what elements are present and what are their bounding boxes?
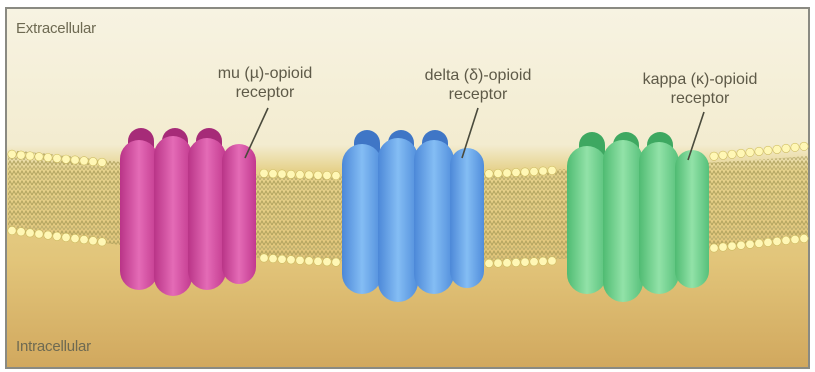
lipid-head <box>98 238 106 246</box>
lipid-head <box>17 228 25 236</box>
lipid-head <box>539 167 547 175</box>
lipid-head <box>737 149 745 157</box>
lipid-head <box>53 232 61 240</box>
lipid-head <box>71 156 79 164</box>
lipid-head <box>296 256 304 264</box>
lipid-head <box>323 258 331 266</box>
lipid-head <box>521 168 529 176</box>
lipid-head <box>269 170 277 178</box>
kappa-receptor-label: kappa (κ)-opioid receptor <box>610 70 790 108</box>
lipid-head <box>35 230 43 238</box>
lipid-head <box>26 152 34 160</box>
lipid-head <box>269 254 277 262</box>
lipid-head <box>494 259 502 267</box>
lipid-head <box>89 237 97 245</box>
mu-opioid-receptor <box>120 128 256 296</box>
lipid-head <box>305 171 313 179</box>
lipid-head <box>80 235 88 243</box>
lipid-head <box>98 158 106 166</box>
lipid-head <box>44 153 52 161</box>
lipid-head <box>719 243 727 251</box>
intracellular-label: Intracellular <box>16 338 91 355</box>
lipid-head <box>314 257 322 265</box>
lipid-head <box>746 240 754 248</box>
extracellular-label: Extracellular <box>16 20 96 37</box>
lipid-head <box>530 258 538 266</box>
lipid-head <box>485 259 493 267</box>
lipid-head <box>287 170 295 178</box>
lipid-head <box>260 254 268 262</box>
lipid-head <box>314 171 322 179</box>
lipid-head <box>8 150 16 158</box>
lipid-head <box>800 234 808 242</box>
lipid-head <box>737 241 745 249</box>
lipid-head <box>278 170 286 178</box>
lipid-head <box>287 256 295 264</box>
lipid-head <box>494 169 502 177</box>
mu-receptor-label: mu (µ)-opioid receptor <box>190 64 340 102</box>
lipid-head <box>521 258 529 266</box>
lipid-head <box>17 151 25 159</box>
kappa-receptor-label-line1: kappa (κ)-opioid <box>610 70 790 89</box>
delta-receptor-label-line1: delta (δ)-opioid <box>398 66 558 85</box>
lipid-head <box>764 146 772 154</box>
lipid-head <box>44 231 52 239</box>
lipid-head <box>728 242 736 250</box>
kappa-receptor-label-line2: receptor <box>610 89 790 108</box>
lipid-head <box>260 169 268 177</box>
delta-receptor-label-line2: receptor <box>398 85 558 104</box>
lipid-head <box>548 166 556 174</box>
mu-receptor-label-line2: receptor <box>190 83 340 102</box>
lipid-head <box>332 258 340 266</box>
lipid-head <box>773 237 781 245</box>
mu-receptor-label-line1: mu (µ)-opioid <box>190 64 340 83</box>
lipid-head <box>35 153 43 161</box>
lipid-head <box>764 238 772 246</box>
lipid-head <box>539 257 547 265</box>
lipid-head <box>791 235 799 243</box>
lipid-head <box>485 170 493 178</box>
kappa-opioid-receptor <box>567 132 709 302</box>
lipid-head <box>773 145 781 153</box>
lipid-head <box>332 171 340 179</box>
lipid-head <box>8 226 16 234</box>
lipid-head <box>89 157 97 165</box>
lipid-head <box>548 257 556 265</box>
lipid-head <box>53 154 61 162</box>
lipid-head <box>782 144 790 152</box>
lipid-head <box>26 229 34 237</box>
lipid-head <box>719 151 727 159</box>
lipid-head <box>503 169 511 177</box>
lipid-head <box>530 167 538 175</box>
lipid-head <box>296 170 304 178</box>
lipid-head <box>800 142 808 150</box>
lipid-head <box>746 148 754 156</box>
lipid-head <box>728 150 736 158</box>
lipid-head <box>71 234 79 242</box>
delta-receptor-label: delta (δ)-opioid receptor <box>398 66 558 104</box>
lipid-head <box>80 157 88 165</box>
lipid-head <box>791 143 799 151</box>
lipid-head <box>710 244 718 252</box>
lipid-head <box>782 236 790 244</box>
lipid-head <box>755 239 763 247</box>
lipid-head <box>62 233 70 241</box>
lipid-head <box>512 168 520 176</box>
lipid-head <box>62 155 70 163</box>
lipid-head <box>305 257 313 265</box>
lipid-head <box>323 171 331 179</box>
lipid-head <box>503 259 511 267</box>
lipid-head <box>512 258 520 266</box>
lipid-head <box>278 255 286 263</box>
lipid-head <box>710 152 718 160</box>
lipid-head <box>755 147 763 155</box>
